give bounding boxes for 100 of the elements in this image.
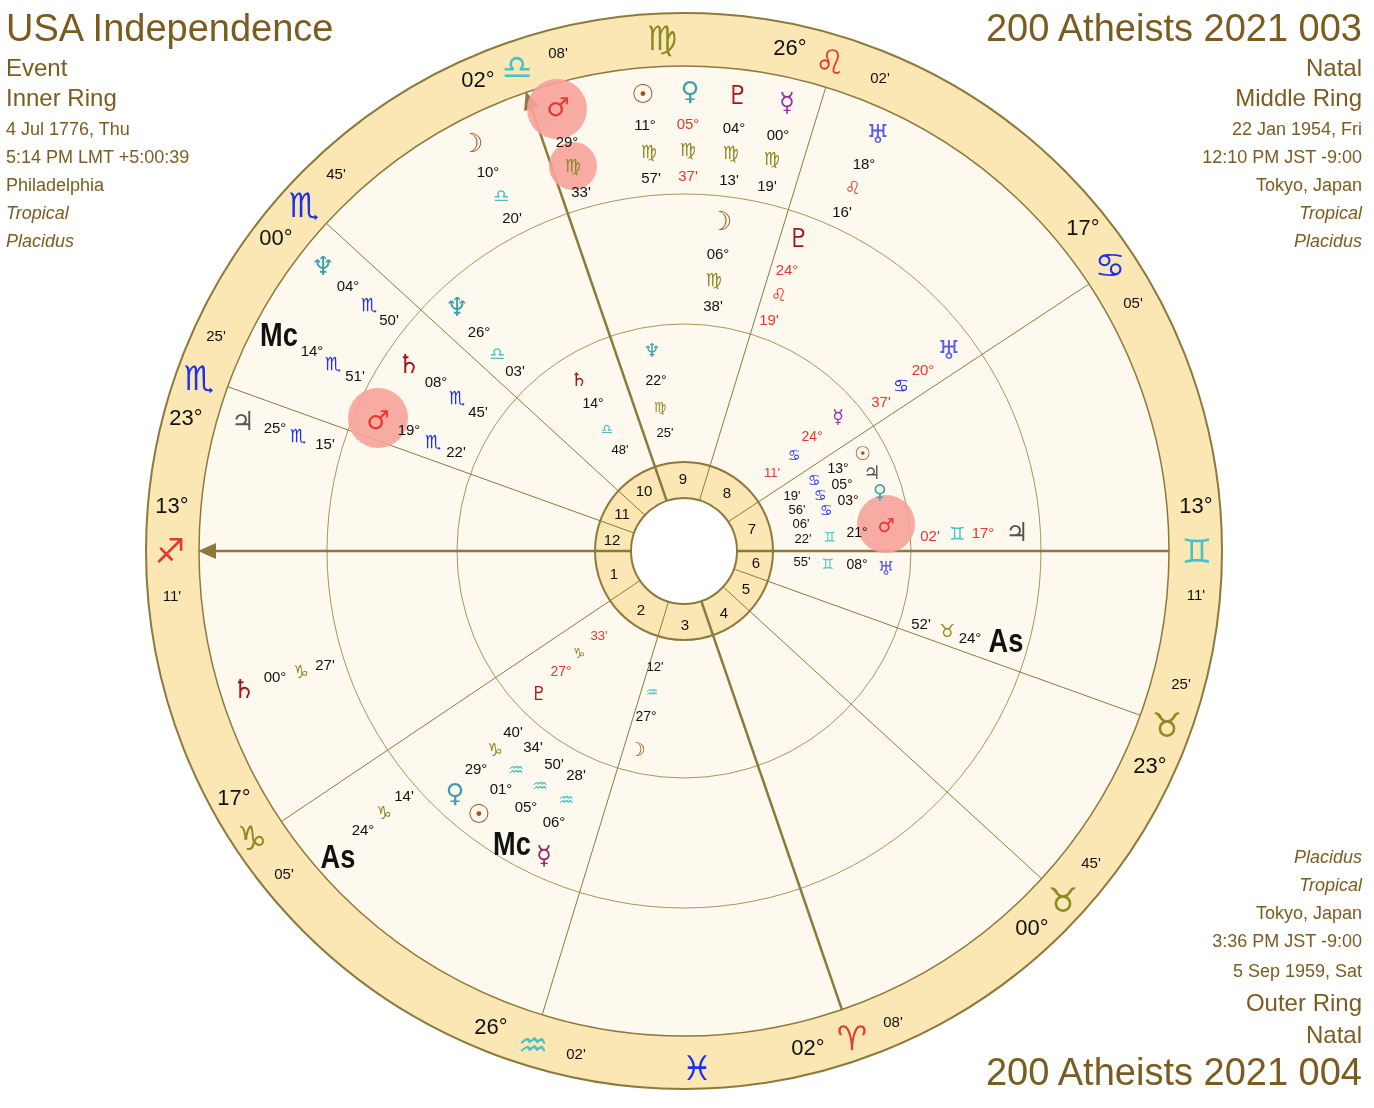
ring-heading: Natal — [1305, 56, 1362, 80]
zodiac-sign-glyph: ♍ — [722, 144, 740, 162]
zodiac-sign-glyph: ♊ — [948, 525, 966, 543]
cusp-degree: 02° — [791, 1037, 825, 1059]
planet-minutes: 37' — [678, 167, 698, 183]
cusp-minutes: 11' — [1186, 586, 1206, 602]
zodiac-sign-glyph: ♒ — [507, 761, 525, 779]
planet-glyph: ♀ — [445, 780, 465, 806]
planet-minutes: 03' — [505, 362, 525, 378]
zodiac-sign-glyph: ♋ — [787, 448, 801, 462]
zodiac-sign-glyph: ♎ — [600, 422, 614, 436]
zodiac-sign-glyph: ♒ — [517, 1028, 549, 1062]
planet-glyph: ♂ — [877, 515, 895, 535]
planet-degree: 20° — [911, 361, 935, 377]
planet-minutes: 33' — [590, 628, 608, 642]
angle-label: As — [320, 839, 356, 873]
planet-minutes: 51' — [345, 367, 365, 383]
planet-minutes: 34' — [523, 738, 543, 754]
planet-degree: 03° — [837, 493, 859, 507]
zodiac-sign-glyph: ♎ — [488, 345, 506, 363]
zodiac-sign-glyph: ♉ — [938, 622, 956, 640]
zodiac-sign-glyph: ♐ — [154, 534, 186, 568]
zodiac-sign-glyph: ♋ — [819, 503, 833, 517]
cusp-degree: 02° — [461, 69, 495, 91]
planet-degree: 13° — [827, 461, 849, 475]
zodiac-sign-glyph: ♒ — [557, 791, 575, 809]
zodiac-sign-glyph: ♒ — [531, 777, 549, 795]
planet-degree: 10° — [476, 163, 500, 179]
planet-minutes: 19' — [783, 488, 801, 502]
cusp-degree: 13° — [155, 495, 189, 517]
planet-glyph: ♄ — [397, 351, 421, 377]
zodiac-sign-glyph: ♊ — [1181, 534, 1213, 568]
chart-detail: Placidus — [1293, 232, 1362, 250]
planet-degree: 14° — [300, 342, 324, 358]
planet-minutes: 19' — [759, 311, 779, 327]
planet-degree: 05° — [676, 115, 700, 131]
chart-title: 200 Atheists 2021 003 — [985, 9, 1362, 47]
cusp-minutes: 45' — [326, 165, 346, 181]
chart-detail: 4 Jul 1776, Thu — [6, 120, 130, 138]
zodiac-sign-glyph: ♌ — [844, 179, 862, 197]
house-number: 9 — [678, 470, 688, 486]
planet-degree: 14° — [582, 396, 604, 410]
zodiac-sign-glyph: ♏ — [448, 389, 466, 407]
planet-minutes: 11' — [764, 465, 780, 479]
planet-degree: 22° — [645, 373, 667, 387]
planet-glyph: ♄ — [570, 369, 588, 389]
cusp-minutes: 08' — [548, 44, 568, 60]
zodiac-sign-glyph: ♋ — [807, 473, 821, 487]
zodiac-sign-glyph: ♌ — [814, 45, 846, 79]
planet-glyph: ♅ — [877, 558, 895, 578]
planet-degree: 24° — [801, 429, 823, 443]
chart-detail: 5 Sep 1959, Sat — [1232, 962, 1362, 980]
cusp-minutes: 05' — [274, 865, 294, 881]
planet-minutes: 27' — [315, 656, 335, 672]
zodiac-sign-glyph: ♒ — [645, 685, 659, 699]
planet-minutes: 25' — [656, 425, 674, 439]
planet-glyph: ♃ — [863, 462, 881, 482]
planet-minutes: 16' — [832, 203, 852, 219]
cusp-minutes: 11' — [162, 587, 182, 603]
zodiac-sign-glyph: ♏ — [324, 355, 342, 373]
planet-glyph: ♇ — [726, 82, 750, 108]
zodiac-sign-glyph: ♑ — [375, 804, 393, 822]
planet-minutes: 48' — [611, 442, 629, 456]
planet-glyph: ☿ — [779, 89, 795, 115]
planet-degree: 04° — [336, 277, 360, 293]
zodiac-sign-glyph: ♊ — [823, 530, 837, 544]
zodiac-sign-glyph: ♋ — [892, 377, 910, 395]
cusp-degree: 23° — [169, 407, 203, 429]
planet-minutes: 14' — [394, 787, 414, 803]
ring-heading: Natal — [1305, 1023, 1362, 1047]
planet-degree: 24° — [958, 629, 982, 645]
planet-minutes: 52' — [911, 615, 931, 631]
zodiac-sign-glyph: ♌ — [770, 286, 788, 304]
planet-glyph: ♄ — [232, 676, 256, 702]
planet-minutes: 33' — [571, 183, 591, 199]
planet-degree: 19° — [397, 421, 421, 437]
zodiac-sign-glyph: ♍ — [763, 150, 781, 168]
zodiac-sign-glyph: ♑ — [292, 663, 310, 681]
planet-minutes: 19' — [757, 177, 777, 193]
planet-glyph: ♆ — [643, 340, 661, 360]
planet-minutes: 45' — [468, 403, 488, 419]
zodiac-sign-glyph: ♏ — [424, 433, 442, 451]
planet-glyph: ☉ — [854, 443, 872, 463]
planet-glyph: ♅ — [937, 337, 961, 363]
planet-degree: 00° — [766, 126, 790, 142]
angle-label: Mc — [493, 826, 531, 860]
planet-glyph: ☿ — [832, 406, 844, 426]
planet-degree: 27° — [550, 664, 572, 678]
zodiac-sign-glyph: ♎ — [501, 50, 533, 84]
house-number: 1 — [609, 565, 619, 581]
chart-detail: Tropical — [6, 204, 69, 222]
house-number: 11 — [614, 505, 630, 521]
angle-label: As — [988, 623, 1024, 657]
house-number: 6 — [751, 554, 761, 570]
planet-minutes: 15' — [315, 435, 335, 451]
planet-minutes: 38' — [703, 297, 723, 313]
angle-label: Mc — [260, 317, 298, 351]
planet-degree: 24° — [351, 821, 375, 837]
planet-glyph: ☽ — [628, 739, 646, 759]
chart-detail: Tropical — [1299, 204, 1362, 222]
